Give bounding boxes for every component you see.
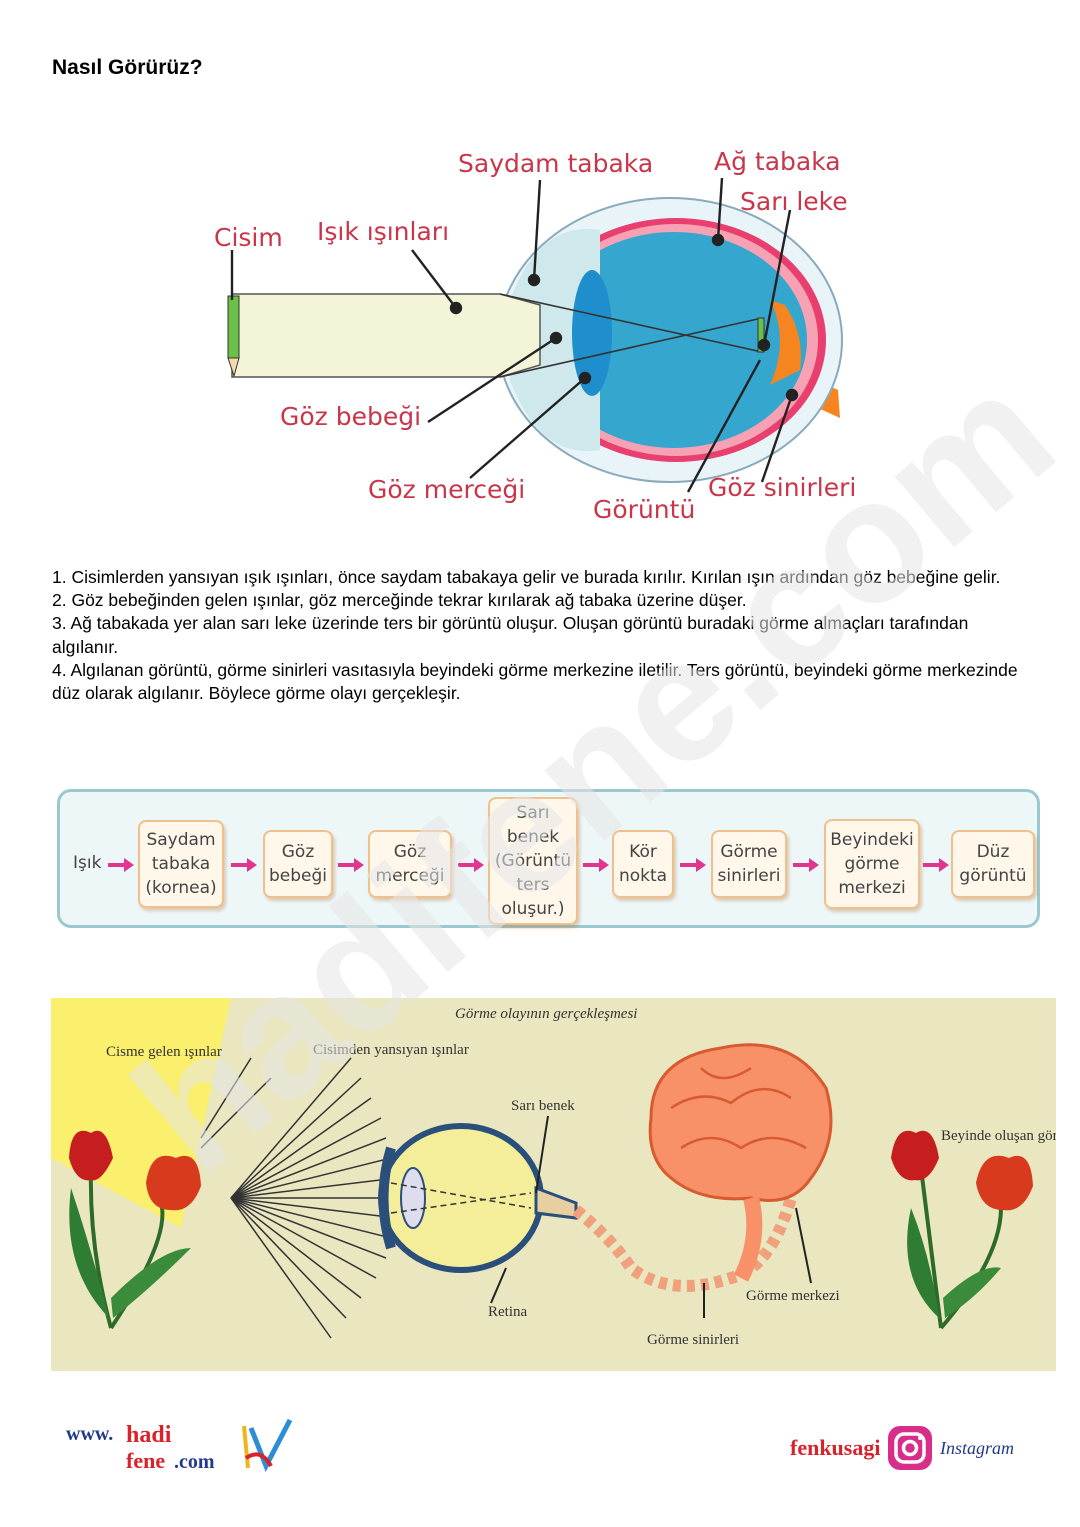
flow-diagram: Işık Saydam tabaka (kornea) Göz bebeği G…	[57, 789, 1040, 928]
label-goz-bebegi: Göz bebeği	[280, 402, 421, 431]
flow-arrow-icon	[231, 858, 257, 872]
label-sari-benek: Sarı benek	[511, 1098, 575, 1114]
retina-image	[757, 317, 765, 353]
step-item: 3. Ağ tabakada yer alan sarı leke üzerin…	[52, 613, 969, 657]
label-goruntu: Görüntü	[593, 495, 695, 524]
brain-illustration	[648, 1043, 833, 1282]
flow-arrow-icon	[338, 858, 364, 872]
flow-arrow-icon	[458, 858, 484, 872]
label-cisim: Cisim	[214, 223, 283, 252]
flow-box-duz-goruntu: Düz görüntü	[951, 830, 1035, 898]
label-gorme-merkezi: Görme merkezi	[746, 1288, 840, 1304]
label-goz-mercegi: Göz merceği	[368, 475, 525, 504]
eye-diagram: Saydam tabaka Ağ tabaka Sarı leke Cisim …	[214, 147, 856, 524]
flow-box-goz-bebegi: Göz bebeği	[263, 830, 333, 898]
scene-title: Görme olayının gerçekleşmesi	[455, 1006, 637, 1022]
label-retina: Retina	[488, 1304, 527, 1320]
label-ag-tabaka: Ağ tabaka	[714, 147, 841, 176]
step-item: 4. Algılanan görüntü, görme sinirleri va…	[52, 659, 1018, 704]
flow-box-kor-nokta: Kör nokta	[612, 830, 674, 898]
eye-illustration	[378, 1123, 578, 1273]
perceived-tulip-object	[891, 1130, 1033, 1330]
flow-arrow-icon	[680, 858, 706, 872]
flow-start-label: Işık	[73, 853, 102, 873]
steps-text: 1. Cisimlerden yansıyan ışık ışınları, ö…	[52, 566, 1032, 705]
label-cisme-gelen: Cisme gelen ışınlar	[106, 1044, 222, 1060]
flow-arrow-icon	[793, 858, 819, 872]
flow-box-sari-benek: Sarı benek (Görüntü ters oluşur.)	[488, 797, 578, 925]
instagram-label: Instagram	[939, 1438, 1014, 1458]
logo-www: www.	[66, 1423, 113, 1445]
brand-fenkusagi: fenkusagi	[790, 1435, 880, 1460]
label-isik-isinlari: Işık ışınları	[317, 217, 449, 246]
flow-box-gorme-merkezi: Beyindeki görme merkezi	[824, 819, 920, 909]
step-item: 1. Cisimlerden yansıyan ışık ışınları, ö…	[52, 567, 1001, 587]
label-goz-sinirleri: Göz sinirleri	[708, 473, 856, 502]
tulip-object	[69, 1130, 201, 1330]
logo-com: .com	[174, 1451, 215, 1473]
flow-arrow-icon	[108, 858, 134, 872]
flow-arrow-icon	[923, 858, 949, 872]
lens-shape	[572, 270, 612, 396]
hadifene-logo: www. hadi fene .com	[66, 1418, 296, 1478]
pencil-object	[227, 295, 240, 359]
light-beam-shape	[231, 293, 541, 378]
flow-arrow-icon	[583, 858, 609, 872]
logo-hadi: hadi	[126, 1422, 172, 1448]
flow-box-goz-mercegi: Göz merceği	[368, 830, 452, 898]
flow-box-gorme-sinirleri: Görme sinirleri	[711, 830, 787, 898]
incoming-light-shape	[51, 998, 231, 1228]
instagram-icon	[888, 1426, 932, 1470]
label-cisimden-yansiyan: Cisimden yansıyan ışınlar	[313, 1042, 469, 1058]
label-gorme-sinirleri: Görme sinirleri	[647, 1332, 739, 1348]
vision-scene: Görme olayının gerçekleşmesi Cisme gelen…	[51, 998, 1056, 1371]
hadifene-mark-icon	[242, 1418, 293, 1473]
optic-nerve-path	[572, 1196, 797, 1292]
fenkusagi-instagram-logo: fenkusagi Instagram	[790, 1420, 1030, 1476]
logo-fene: fene	[126, 1448, 165, 1473]
flow-box-kornea: Saydam tabaka (kornea)	[138, 820, 224, 908]
label-saydam-tabaka: Saydam tabaka	[458, 149, 653, 178]
label-sari-leke: Sarı leke	[740, 187, 848, 216]
label-beyinde-olusan: Beyinde oluşan görüntü	[941, 1128, 1056, 1144]
page-title: Nasıl Görürüz?	[52, 56, 203, 79]
step-item: 2. Göz bebeğinden gelen ışınlar, göz mer…	[52, 590, 747, 611]
